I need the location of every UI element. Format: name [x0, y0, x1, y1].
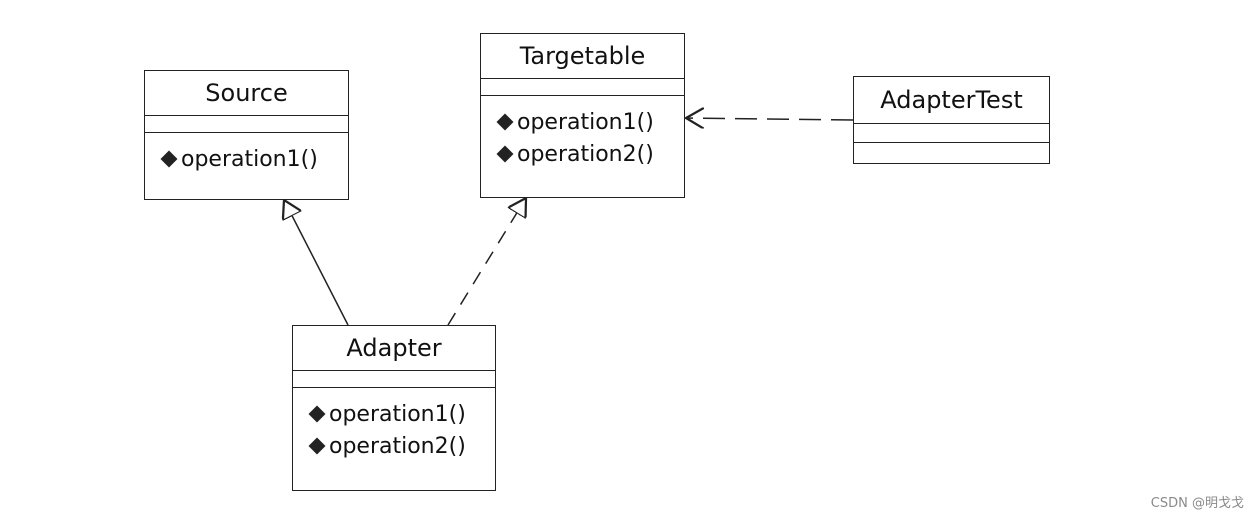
class-adapter-attributes [293, 371, 495, 388]
class-targetable-operation-label: operation2() [517, 141, 654, 167]
class-source-operations: operation1() [145, 133, 348, 175]
operation-icon [496, 145, 514, 163]
class-adapter-operation-label: operation1() [329, 401, 466, 427]
class-source: Source operation1() [144, 70, 349, 200]
class-adapter: Adapter operation1() operation2() [292, 325, 496, 491]
class-source-attributes [145, 116, 348, 133]
class-targetable-name: Targetable [481, 34, 684, 79]
dependency-adaptertest-to-targetable [686, 118, 854, 120]
class-adapter-operation-label: operation2() [329, 433, 466, 459]
operation-icon [308, 405, 326, 423]
class-targetable-operations: operation1() operation2() [481, 96, 684, 170]
class-targetable-attributes [481, 79, 684, 96]
class-adaptertest: AdapterTest [853, 76, 1050, 164]
class-targetable: Targetable operation1() operation2() [480, 33, 685, 198]
watermark-text: CSDN @明戈戈 [1150, 496, 1244, 511]
operation-icon [160, 150, 178, 168]
class-source-operation: operation1() [160, 143, 348, 175]
class-adapter-operations: operation1() operation2() [293, 388, 495, 462]
generalization-adapter-to-source [284, 200, 349, 326]
class-targetable-operation: operation1() [496, 106, 684, 138]
operation-icon [496, 113, 514, 131]
class-targetable-operation: operation2() [496, 138, 684, 170]
class-adapter-name: Adapter [293, 326, 495, 371]
class-adapter-operation: operation2() [308, 430, 495, 462]
class-source-name: Source [145, 71, 348, 116]
class-adaptertest-name: AdapterTest [854, 77, 1049, 124]
class-adapter-operation: operation1() [308, 398, 495, 430]
class-targetable-operation-label: operation1() [517, 109, 654, 135]
operation-icon [308, 437, 326, 455]
class-adaptertest-attributes [854, 124, 1049, 143]
realization-adapter-to-targetable [447, 198, 526, 326]
class-adaptertest-operations [854, 143, 1049, 153]
class-source-operation-label: operation1() [181, 146, 318, 172]
